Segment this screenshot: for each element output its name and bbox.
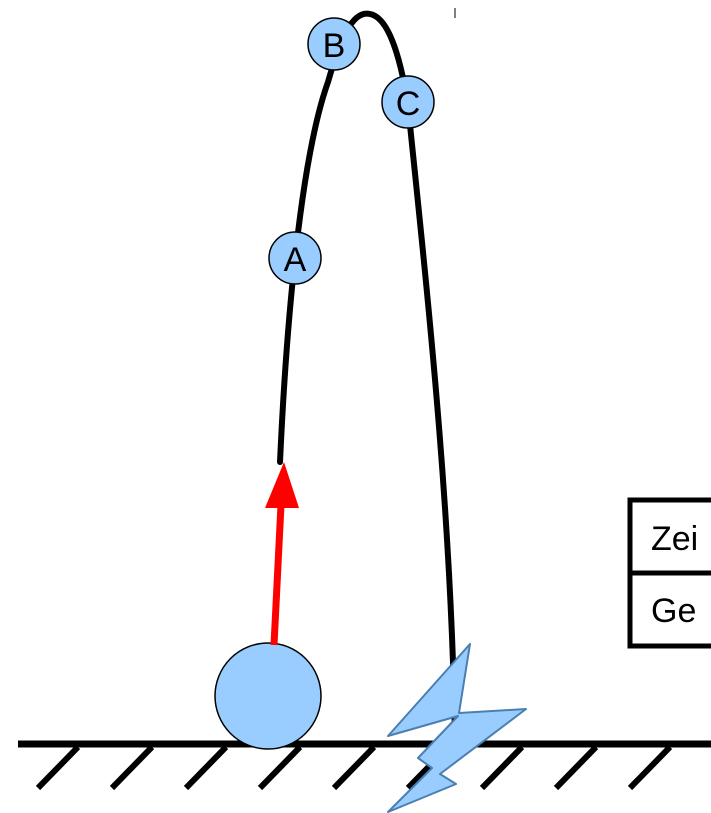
marker-b-label: B (323, 27, 346, 65)
marker-b-circle (307, 17, 361, 71)
table-row-label-2: Ge (651, 592, 696, 630)
marker-c: C (381, 75, 435, 129)
ground (18, 740, 711, 791)
ground-hatching (35, 744, 673, 791)
trajectory-curve (277, 10, 458, 747)
marker-a: A (268, 231, 322, 285)
ball-icon (214, 642, 322, 750)
marker-a-label: A (284, 241, 307, 279)
velocity-arrow-icon (265, 462, 299, 646)
marker-b: B (307, 17, 361, 71)
marker-a-circle (268, 231, 322, 285)
marker-c-circle (381, 75, 435, 129)
data-table: Zei Ge (627, 497, 711, 649)
marker-c-label: C (396, 85, 421, 123)
lightning-bolt-icon (387, 643, 527, 813)
table-row-label-1: Zei (651, 520, 698, 558)
